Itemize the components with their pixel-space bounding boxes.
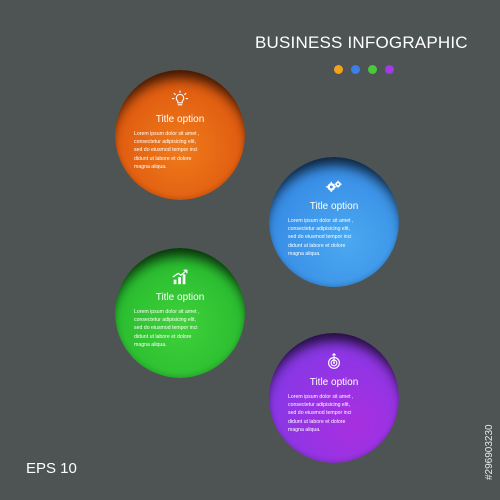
gears-icon (326, 180, 342, 192)
step-text-4: Lorem ipsum dolor sit amet , consectetur… (288, 394, 354, 433)
step-title-2: Title option (309, 201, 359, 212)
step-circle-3: Title option Lorem ipsum dolor sit amet … (115, 248, 245, 378)
color-dot-blue (351, 65, 360, 74)
step-text-3: Lorem ipsum dolor sit amet , consectetur… (134, 309, 200, 348)
growth-chart-icon (172, 269, 188, 285)
step-text-2: Lorem ipsum dolor sit amet , consectetur… (288, 218, 354, 257)
step-circle-4: Title option Lorem ipsum dolor sit amet … (269, 333, 399, 463)
color-dot-purple (385, 65, 394, 74)
target-icon (328, 353, 340, 369)
step-title-4: Title option (309, 377, 359, 388)
step-circle-1: Title option Lorem ipsum dolor sit amet … (115, 70, 245, 200)
color-dots (334, 65, 394, 74)
step-circle-2: Title option Lorem ipsum dolor sit amet … (269, 157, 399, 287)
eps-label: EPS 10 (26, 460, 77, 477)
step-title-3: Title option (155, 292, 205, 303)
step-text-1: Lorem ipsum dolor sit amet , consectetur… (134, 131, 200, 170)
stock-id-label: #296903230 (484, 424, 495, 480)
color-dot-orange (334, 65, 343, 74)
color-dot-green (368, 65, 377, 74)
step-title-1: Title option (155, 114, 205, 125)
lightbulb-icon (171, 90, 189, 106)
infographic-title: BUSINESS INFOGRAPHIC (255, 33, 468, 52)
